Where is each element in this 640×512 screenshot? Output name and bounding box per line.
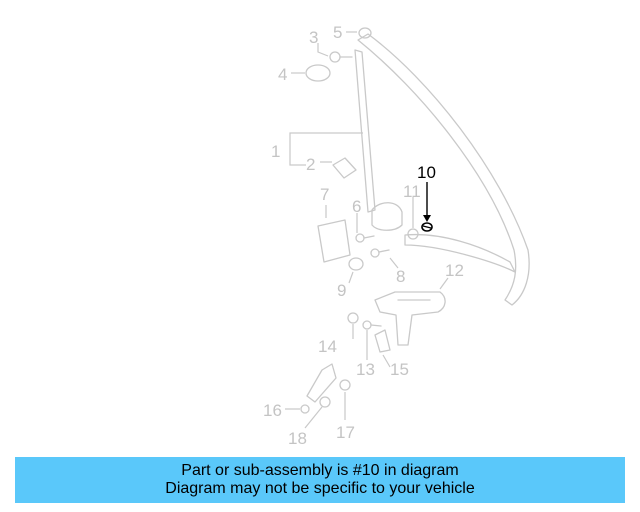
leader-lines [285,31,449,429]
callout-11: 11 [403,182,421,201]
callout-16: 16 [263,401,282,420]
caption-line-2: Diagram may not be specific to your vehi… [165,480,475,497]
callout-18: 18 [288,429,307,448]
part-15-bracket [374,329,391,353]
callout-4: 4 [278,65,287,84]
callout-7: 7 [320,185,329,204]
seat-belt-webbing [354,33,530,306]
callout-17: 17 [336,423,355,442]
buckle-assembly [300,363,351,414]
callouts: 1 2 3 4 5 6 7 8 9 10 11 12 13 14 15 16 1… [263,23,464,448]
callout-1: 1 [271,142,280,161]
caption-line-1: Part or sub-assembly is #10 in diagram [181,462,459,479]
callout-9: 9 [337,281,346,300]
caption-banner: Part or sub-assembly is #10 in diagram D… [15,457,625,503]
part-8-bolt [370,248,390,258]
part-6-bolt [355,233,375,243]
callout-2: 2 [306,155,315,174]
part-7-retractor-cover [317,219,351,263]
part-3-bolt [329,51,353,63]
leader-arrow-10 [423,215,431,222]
part-11-spacer [407,228,419,240]
part-10-nut [421,222,433,232]
part-4-cover [305,64,331,82]
callout-13: 13 [356,360,375,379]
callout-6: 6 [352,197,361,216]
part-12-anchor-plate [374,291,446,346]
part-5-cap [358,27,372,39]
part-13-bolt [362,320,382,330]
part-9-washer [348,257,364,271]
callout-15: 15 [390,360,409,379]
callout-12: 12 [445,261,464,280]
parts-diagram: 1 2 3 4 5 6 7 8 9 10 11 12 13 14 15 16 1… [263,23,530,448]
callout-8: 8 [396,267,405,286]
callout-14: 14 [318,337,337,356]
part-2-guide [332,157,357,179]
callout-5: 5 [333,23,342,42]
callout-3: 3 [309,28,318,47]
callout-10: 10 [417,163,436,182]
part-14-washer [347,312,359,324]
